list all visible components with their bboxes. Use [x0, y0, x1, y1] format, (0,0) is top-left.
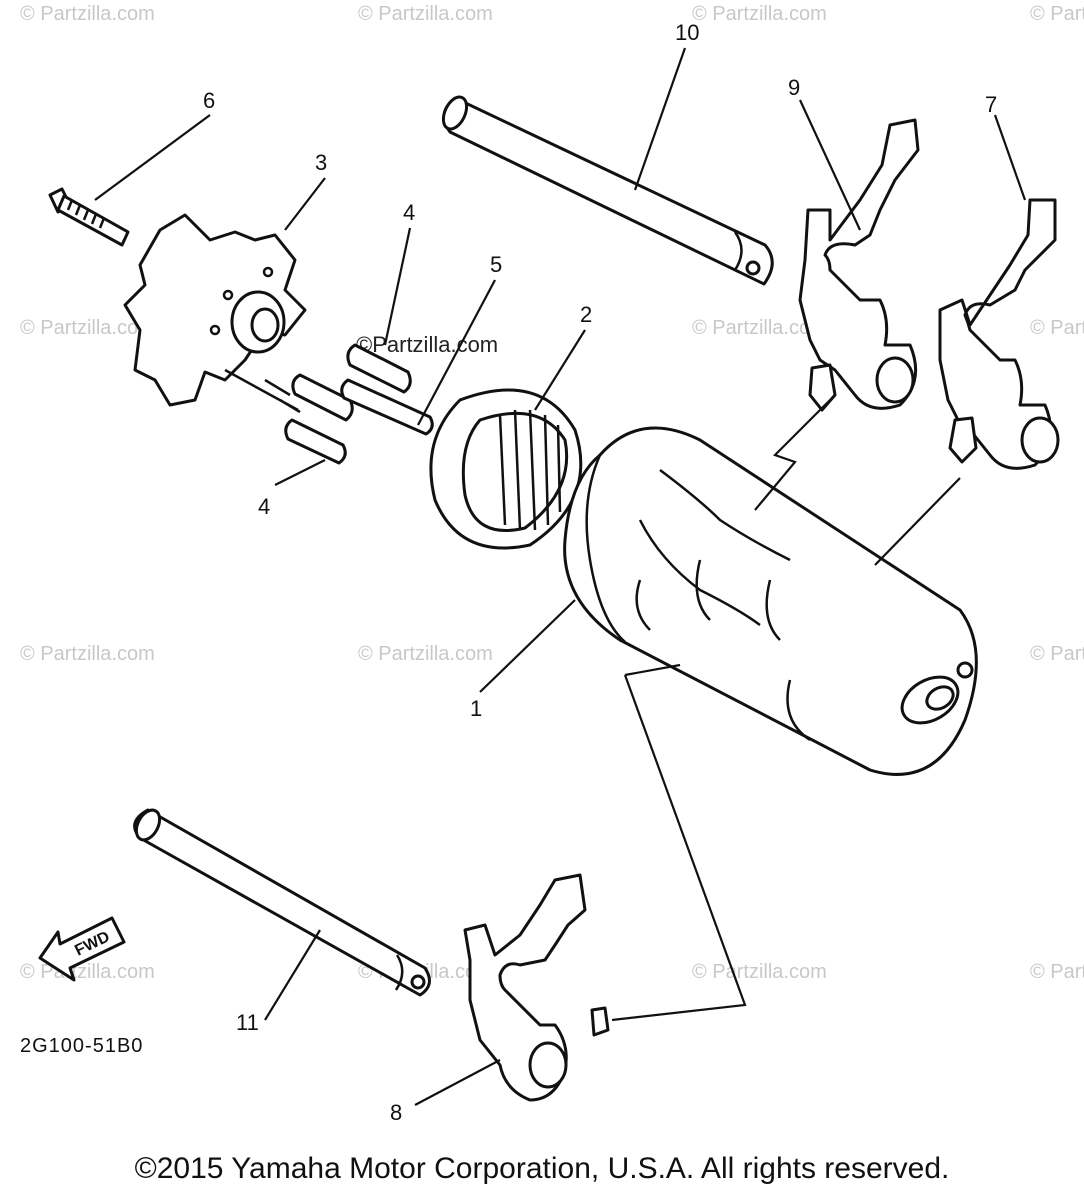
- part-7-shift-fork[interactable]: [938, 198, 1060, 470]
- part-6-bolt[interactable]: [48, 187, 130, 247]
- watermark: © Partzilla.com: [1030, 317, 1084, 339]
- callout-8[interactable]: 8: [390, 1100, 402, 1125]
- watermark: © Partzilla.com: [358, 643, 493, 665]
- center-watermark: ©Partzilla.com: [356, 332, 498, 357]
- watermark: © Partzilla.com: [1030, 643, 1084, 665]
- watermark: © Partzilla.com: [1030, 3, 1084, 25]
- part-9-shift-fork[interactable]: [798, 118, 920, 412]
- callout-2[interactable]: 2: [580, 302, 592, 327]
- part-10-shift-shaft-upper[interactable]: [439, 93, 774, 286]
- watermark: © Partzilla.com: [20, 643, 155, 665]
- watermark: © Partzilla.com: [692, 3, 827, 25]
- part-4-pin-upper[interactable]: [346, 343, 412, 394]
- callout-6[interactable]: 6: [203, 88, 215, 113]
- callout-9[interactable]: 9: [788, 75, 800, 100]
- leader-lines: [94, 47, 1027, 1106]
- watermark: © Partzilla.com: [692, 961, 827, 983]
- diagram-code: 2G100-51B0: [20, 1035, 143, 1057]
- callout-4-upper[interactable]: 4: [403, 200, 415, 225]
- callout-1[interactable]: 1: [470, 696, 482, 721]
- part-4-pin-middle[interactable]: [291, 373, 354, 422]
- callout-10[interactable]: 10: [675, 20, 699, 45]
- watermark: © Partzilla.com: [20, 3, 155, 25]
- copyright-caption: ©2015 Yamaha Motor Corporation, U.S.A. A…: [134, 1152, 950, 1185]
- part-3-segment[interactable]: [123, 213, 307, 407]
- part-11-shift-shaft-lower[interactable]: [132, 806, 431, 997]
- watermark-grid: © Partzilla.com © Partzilla.com © Partzi…: [20, 3, 1084, 983]
- alignment-lines: [224, 368, 301, 414]
- part-2-bearing[interactable]: [429, 388, 583, 550]
- callout-5[interactable]: 5: [490, 252, 502, 277]
- fwd-arrow: FWD: [38, 916, 126, 982]
- part-1-shift-drum[interactable]: [563, 426, 978, 776]
- watermark: © Partzilla.com: [358, 3, 493, 25]
- watermark: © Partzilla.com: [692, 317, 827, 339]
- watermark: © Partzilla.com: [20, 961, 155, 983]
- callout-11[interactable]: 11: [236, 1010, 259, 1035]
- part-4-pin-lower[interactable]: [284, 418, 347, 465]
- part-8-shift-fork[interactable]: [463, 873, 610, 1102]
- callout-7[interactable]: 7: [985, 92, 997, 117]
- watermark: © Partzilla.com: [20, 317, 155, 339]
- watermark: © Partzilla.com: [1030, 961, 1084, 983]
- callout-4-lower[interactable]: 4: [258, 494, 270, 519]
- callout-3[interactable]: 3: [315, 150, 327, 175]
- callouts: 10 9 7 6 3 4 5 2 4 1 11 8: [203, 20, 997, 1125]
- part-5-pin-long[interactable]: [340, 378, 434, 436]
